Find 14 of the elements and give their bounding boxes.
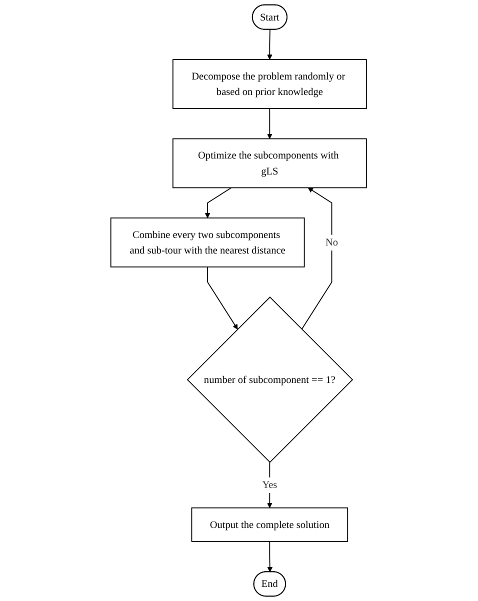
node-box: Optimize the subcomponents with gLS: [172, 138, 368, 188]
node-box: Decompose the problem randomly or based on prior knowledge: [172, 59, 368, 109]
node-box: Output the complete solution: [192, 507, 348, 542]
node-diamond: number of subcomponent == 1?: [187, 296, 354, 463]
arrow: [205, 187, 232, 218]
arrow: [267, 108, 273, 139]
arrow: [302, 188, 333, 330]
edge-label: No: [326, 236, 338, 248]
arrow: [268, 540, 273, 572]
edge-label: Yes: [262, 479, 278, 491]
arrow: [267, 462, 273, 508]
arrow: [267, 29, 273, 60]
node-box: Combine every two subcomponents and sub-tour with the nearest distance: [110, 218, 306, 268]
arrow: [208, 266, 238, 330]
